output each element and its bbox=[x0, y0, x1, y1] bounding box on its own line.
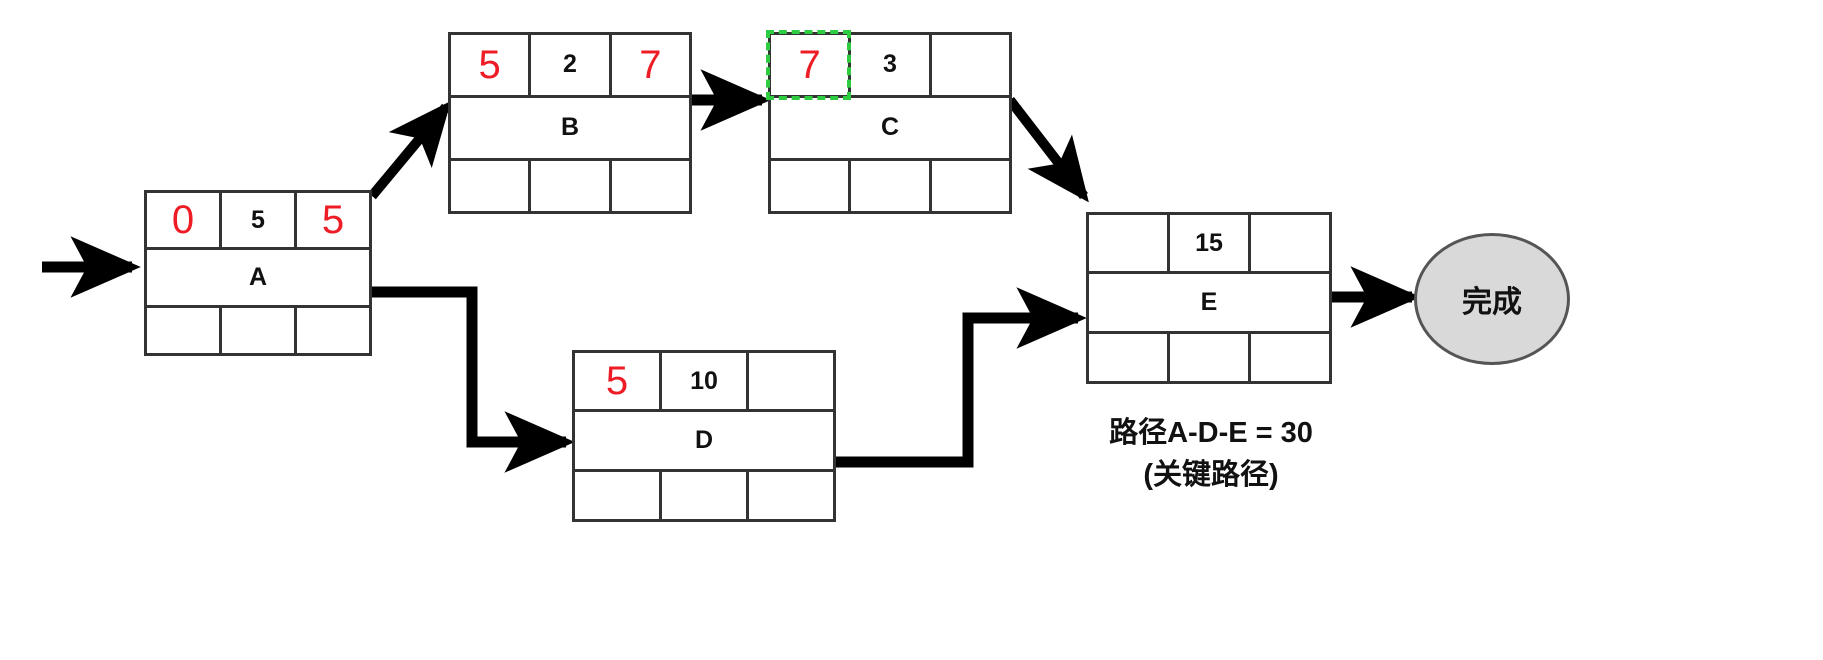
activity-node-b[interactable]: 5 2 7 B bbox=[448, 32, 692, 214]
node-e-name-cell[interactable]: E bbox=[1089, 274, 1329, 330]
node-e-duration-value: 15 bbox=[1195, 228, 1223, 257]
caption-line-2: (关键路径) bbox=[1143, 459, 1279, 492]
node-a-bottom-row bbox=[147, 307, 369, 353]
node-b-top-row: 5 2 7 bbox=[451, 35, 689, 98]
node-c-name-row: C bbox=[771, 98, 1009, 161]
activity-node-d[interactable]: 5 10 D bbox=[572, 350, 836, 522]
node-e-duration-cell[interactable]: 15 bbox=[1170, 215, 1251, 272]
node-d-es-cell[interactable]: 5 bbox=[575, 353, 662, 410]
node-e-ef-cell[interactable] bbox=[1251, 215, 1329, 271]
node-a-ef-cell[interactable]: 5 bbox=[297, 193, 369, 247]
node-b-name-cell[interactable]: B bbox=[451, 98, 689, 158]
node-b-name: B bbox=[560, 113, 580, 142]
node-a-ls-cell[interactable] bbox=[147, 307, 222, 353]
node-b-float-cell[interactable] bbox=[531, 160, 612, 211]
edge-c-to-e bbox=[1006, 96, 1089, 203]
node-d-top-row: 5 10 bbox=[575, 353, 833, 413]
node-a-name-cell[interactable]: A bbox=[147, 250, 369, 304]
node-b-es-cell[interactable]: 5 bbox=[451, 35, 532, 95]
node-a-name-row: A bbox=[147, 250, 369, 308]
node-b-duration-value: 2 bbox=[563, 50, 577, 79]
node-c-top-row: 7 3 bbox=[765, 30, 1009, 100]
activity-node-a[interactable]: 0 5 5 A bbox=[144, 190, 372, 356]
node-d-es-value: 5 bbox=[605, 359, 629, 404]
activity-node-c[interactable]: 7 3 C bbox=[765, 30, 1012, 214]
critical-path-caption: 路径A-D-E = 30 (关键路径) bbox=[1036, 412, 1386, 496]
node-b-ef-cell[interactable]: 7 bbox=[612, 35, 689, 95]
node-e-es-cell[interactable] bbox=[1089, 215, 1170, 272]
node-a-duration-cell[interactable]: 5 bbox=[222, 193, 297, 248]
node-e-name: E bbox=[1200, 288, 1218, 317]
node-c-es-value: 7 bbox=[798, 42, 821, 87]
node-d-ef-cell[interactable] bbox=[749, 353, 833, 409]
caption-line-1: 路径A-D-E = 30 bbox=[1109, 417, 1313, 449]
activity-node-e[interactable]: 15 E bbox=[1086, 212, 1332, 384]
node-a-lf-cell[interactable] bbox=[297, 308, 369, 353]
node-b-ef-value: 7 bbox=[639, 42, 662, 87]
node-d-bottom-row bbox=[575, 471, 833, 519]
node-c-lf-cell[interactable] bbox=[932, 161, 1009, 211]
node-c-duration-cell[interactable]: 3 bbox=[851, 35, 932, 95]
node-c-name: C bbox=[880, 113, 900, 142]
node-a-float-cell[interactable] bbox=[222, 307, 297, 353]
node-d-duration-value: 10 bbox=[690, 366, 718, 395]
node-e-ls-cell[interactable] bbox=[1089, 333, 1170, 381]
node-d-name-row: D bbox=[575, 412, 833, 472]
edge-a-to-d bbox=[372, 286, 575, 473]
node-d-lf-cell[interactable] bbox=[749, 472, 833, 519]
node-a-duration-value: 5 bbox=[251, 205, 265, 234]
node-b-es-value: 5 bbox=[478, 42, 501, 87]
node-e-lf-cell[interactable] bbox=[1251, 334, 1329, 381]
node-c-es-cell[interactable]: 7 bbox=[765, 30, 852, 100]
node-b-bottom-row bbox=[451, 160, 689, 211]
node-c-float-cell[interactable] bbox=[851, 160, 932, 211]
node-e-name-row: E bbox=[1089, 274, 1329, 334]
node-b-duration-cell[interactable]: 2 bbox=[531, 35, 612, 95]
node-c-name-cell[interactable]: C bbox=[771, 98, 1009, 158]
terminal-label: 完成 bbox=[1462, 286, 1522, 319]
edge-a-to-b bbox=[368, 100, 452, 200]
node-a-top-row: 0 5 5 bbox=[147, 193, 369, 251]
node-d-ls-cell[interactable] bbox=[575, 471, 662, 519]
node-d-name-cell[interactable]: D bbox=[575, 412, 833, 468]
node-e-top-row: 15 bbox=[1089, 215, 1329, 275]
node-b-ls-cell[interactable] bbox=[451, 160, 532, 211]
node-c-bottom-row bbox=[771, 160, 1009, 211]
terminal-node-complete[interactable]: 完成 bbox=[1414, 233, 1570, 365]
node-e-bottom-row bbox=[1089, 333, 1329, 381]
node-a-name: A bbox=[248, 263, 268, 292]
node-b-lf-cell[interactable] bbox=[612, 161, 689, 211]
node-a-es-cell[interactable]: 0 bbox=[147, 193, 222, 248]
node-e-float-cell[interactable] bbox=[1170, 333, 1251, 381]
node-c-duration-value: 3 bbox=[883, 50, 897, 79]
node-d-name: D bbox=[694, 426, 714, 455]
node-c-ls-cell[interactable] bbox=[771, 160, 852, 211]
node-b-name-row: B bbox=[451, 98, 689, 161]
node-c-ef-cell[interactable] bbox=[932, 35, 1009, 95]
node-a-es-value: 0 bbox=[171, 198, 195, 243]
node-a-ef-value: 5 bbox=[321, 198, 345, 243]
node-d-duration-cell[interactable]: 10 bbox=[662, 353, 749, 410]
node-d-float-cell[interactable] bbox=[662, 471, 749, 519]
